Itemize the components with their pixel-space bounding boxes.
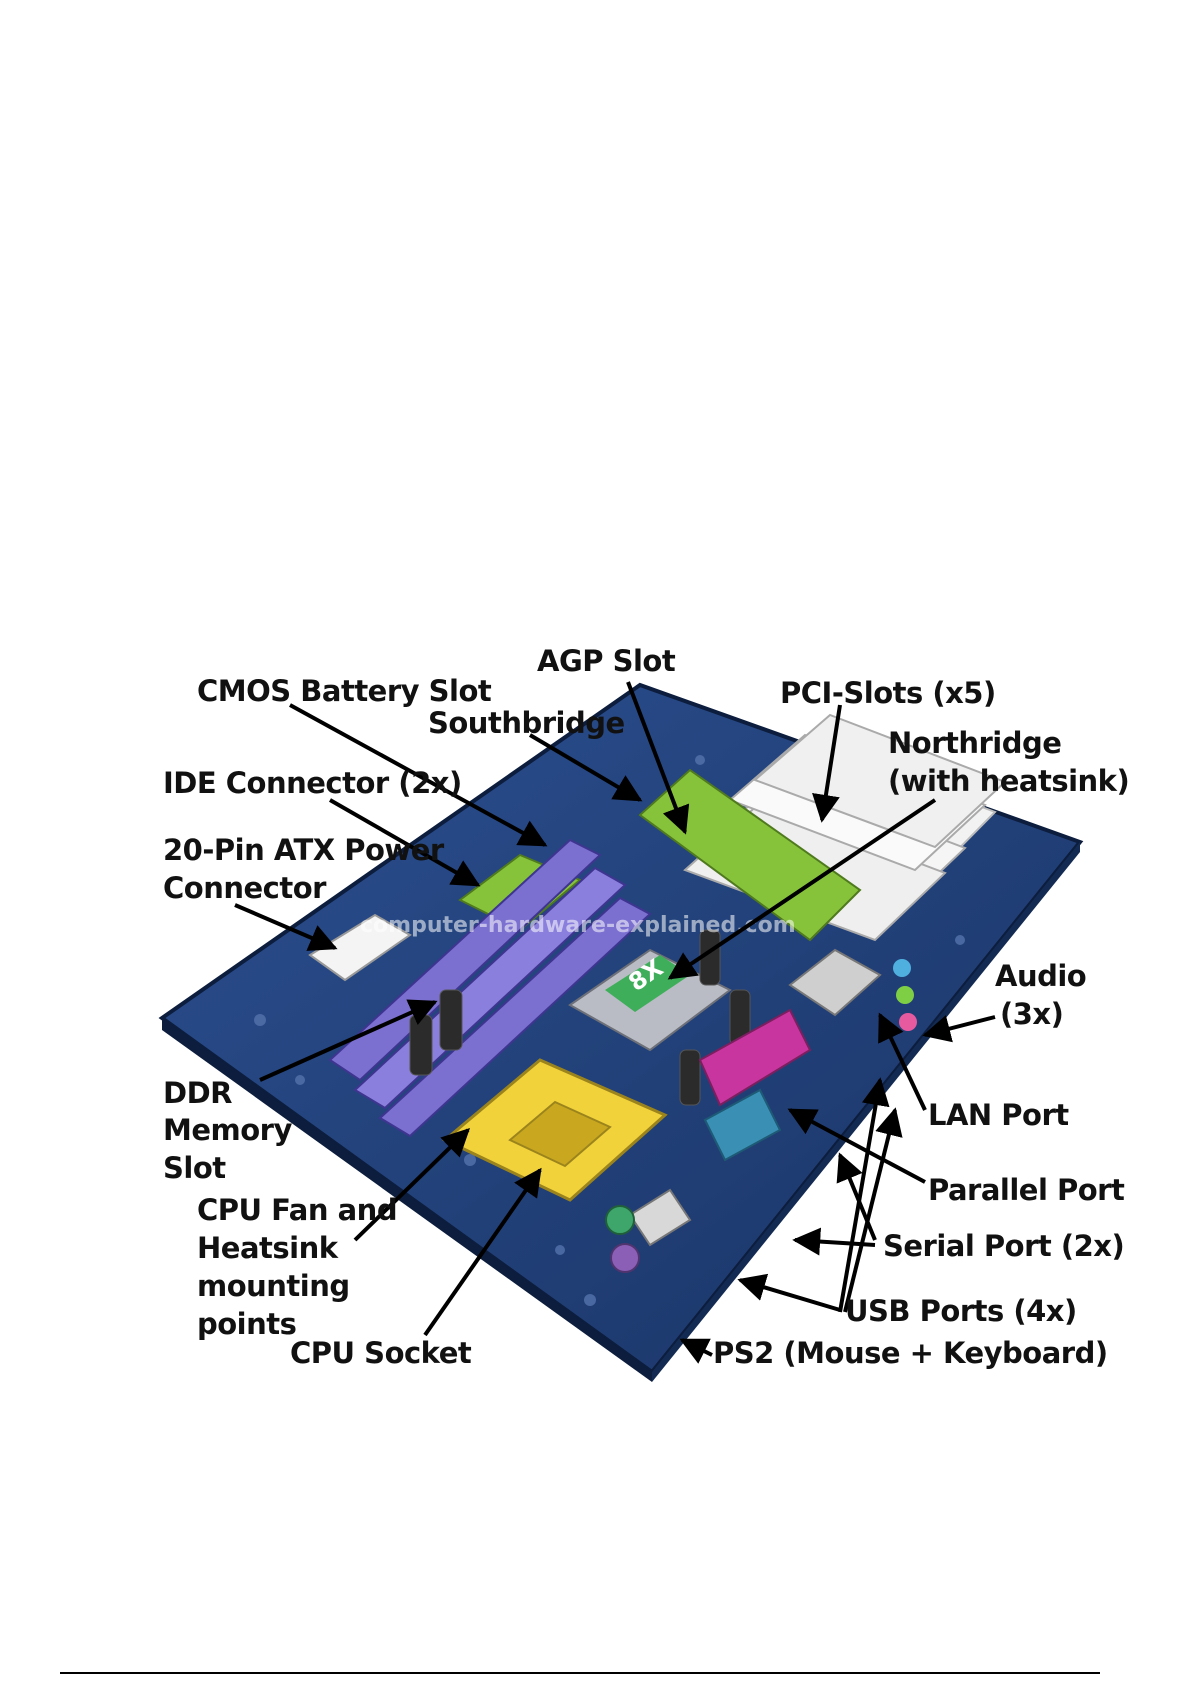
arrow-ps2 <box>679 1338 713 1364</box>
arrow-pci-slots <box>812 704 842 823</box>
arrow-usb-ports-3 <box>843 1107 903 1313</box>
label-southbridge: Southbridge <box>428 706 625 740</box>
label-agp-slot: AGP Slot <box>537 644 676 678</box>
label-parallel-port: Parallel Port <box>928 1173 1125 1207</box>
label-pci-slots: PCI-Slots (x5) <box>780 676 996 710</box>
arrow-ide-connector <box>329 798 481 887</box>
arrow-cmos-battery <box>289 703 548 847</box>
label-atx-power-line1: 20-Pin ATX Power <box>163 833 444 867</box>
arrow-audio <box>922 1015 996 1043</box>
label-cmos-battery-slot: CMOS Battery Slot <box>197 674 492 708</box>
ps2-keyboard <box>605 1205 635 1235</box>
arrow-agp-slot <box>626 681 690 835</box>
cpu-socket-shape <box>442 1058 668 1202</box>
audio-jack-3 <box>899 1013 917 1031</box>
arrow-ddr-memory <box>259 999 438 1082</box>
motherboard-side-edge <box>652 842 1080 1382</box>
label-ddr-line1: DDR <box>163 1076 232 1110</box>
label-audio-line2: (3x) <box>1000 997 1064 1031</box>
arrow-cpu-socket <box>423 1167 542 1337</box>
label-cpu-fan-line1: CPU Fan and <box>197 1193 398 1227</box>
arrow-cpu-fan <box>353 1128 471 1242</box>
audio-jack-1 <box>893 959 911 977</box>
label-northbridge-line1: Northridge <box>888 726 1062 760</box>
label-serial-port: Serial Port (2x) <box>883 1229 1125 1263</box>
arrow-southbridge <box>528 733 643 802</box>
label-lan-port: LAN Port <box>928 1098 1069 1132</box>
label-ps2: PS2 (Mouse + Keyboard) <box>713 1336 1108 1370</box>
parallel-port <box>698 1008 812 1107</box>
label-cpu-fan-line3: mounting <box>197 1269 350 1303</box>
label-usb-ports: USB Ports (4x) <box>845 1294 1077 1328</box>
usb-ports <box>628 1188 692 1247</box>
agp-slot <box>638 768 862 942</box>
label-cpu-socket: CPU Socket <box>290 1336 472 1370</box>
label-cpu-fan-line2: Heatsink <box>197 1231 338 1265</box>
label-cpu-fan-line4: points <box>197 1307 297 1341</box>
atx-power-connector <box>308 913 412 982</box>
watermark: computer-hardware-explained.com <box>360 913 796 938</box>
arrow-usb-ports-1 <box>737 1273 841 1312</box>
label-atx-power-line2: Connector <box>163 871 326 905</box>
arrow-atx-power <box>234 903 338 951</box>
arrow-usb-ports-2 <box>838 1077 890 1313</box>
ps2-mouse <box>610 1243 640 1273</box>
arrow-lan-port <box>878 1012 927 1111</box>
motherboard-edge <box>162 1018 652 1382</box>
label-ddr-line3: Slot <box>163 1151 226 1185</box>
label-ddr-line2: Memory <box>163 1113 292 1147</box>
footer-rule <box>60 1672 1100 1674</box>
arrow-northbridge <box>667 798 937 980</box>
capacitors <box>409 929 751 1106</box>
label-northbridge-line2: (with heatsink) <box>888 764 1130 798</box>
serial-port <box>703 1088 782 1162</box>
label-audio-line1: Audio <box>995 959 1087 993</box>
arrow-parallel-port <box>787 1108 926 1184</box>
audio-jack-2 <box>896 986 914 1004</box>
arrow-serial-port-1 <box>836 1152 877 1241</box>
io-panel <box>605 948 917 1273</box>
leader-lines <box>234 681 996 1364</box>
label-ide-connector: IDE Connector (2x) <box>163 766 462 800</box>
